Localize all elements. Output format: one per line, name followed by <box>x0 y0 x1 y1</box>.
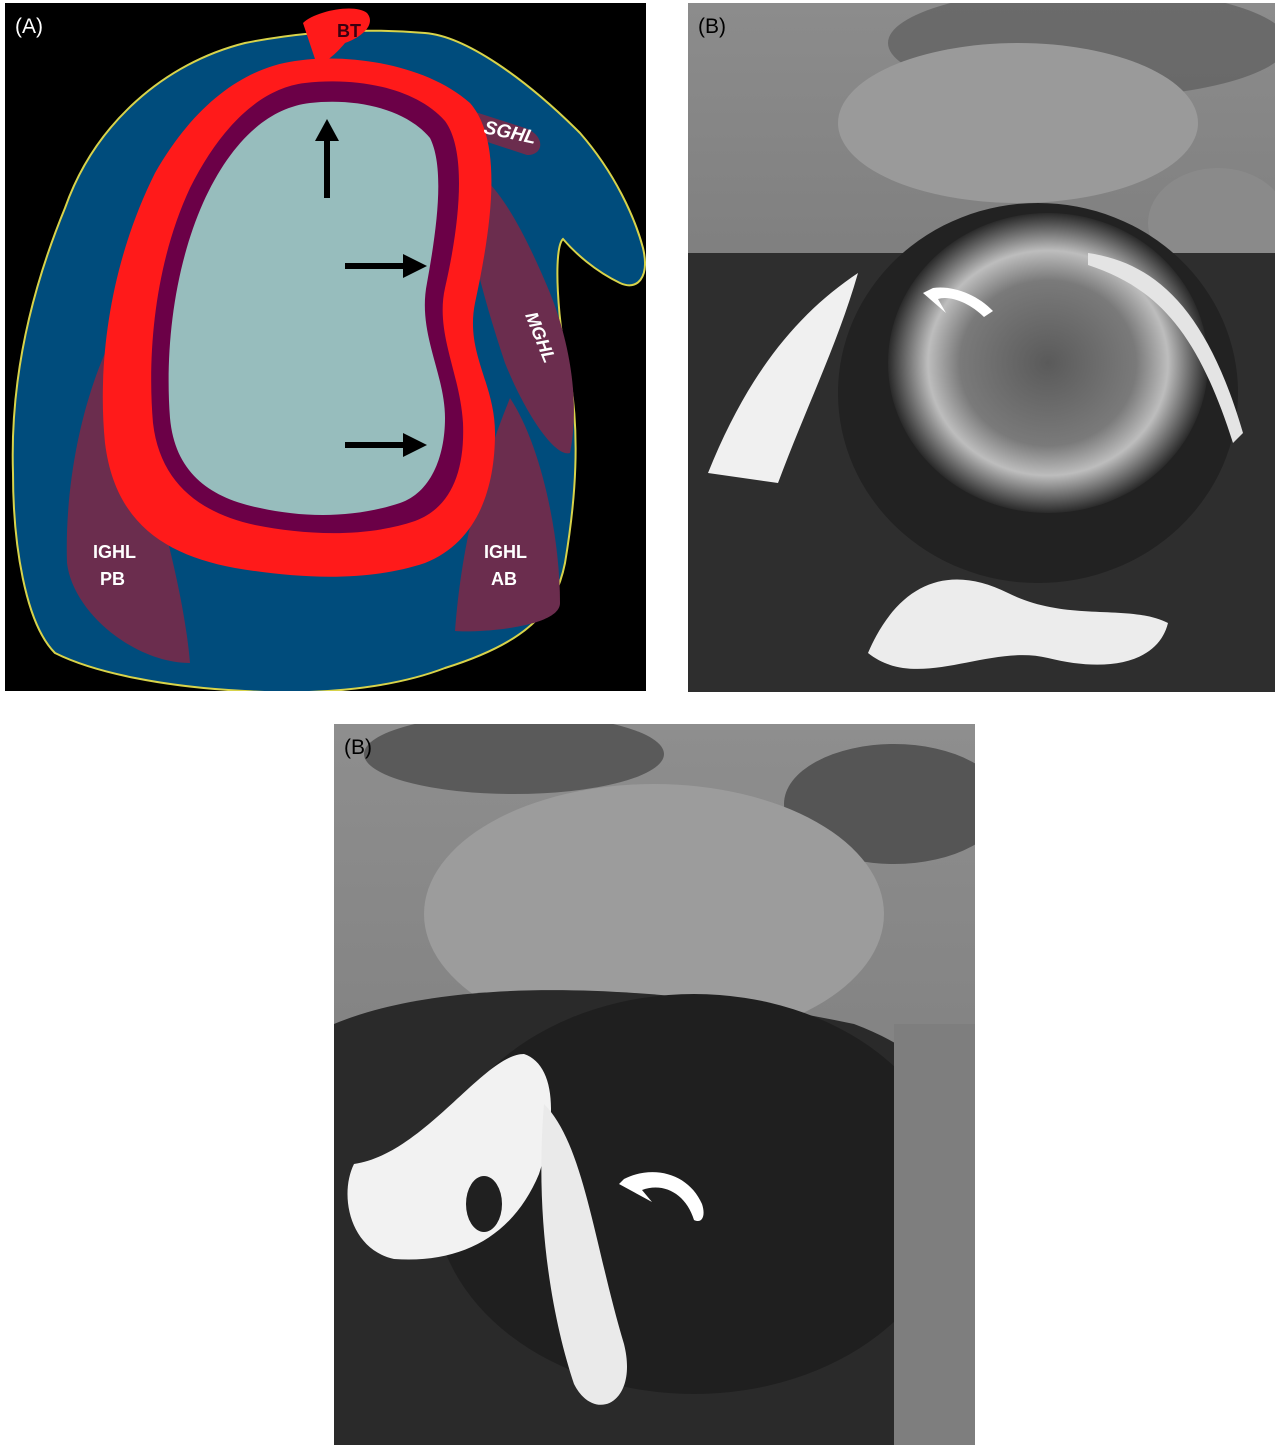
mri-image-b-top: (B) <box>688 3 1275 692</box>
ighl-pb-label-line2: PB <box>100 569 125 589</box>
ighl-pb-label-line1: IGHL <box>93 542 136 562</box>
mri-scan-graphic <box>688 3 1275 692</box>
mri-image-b-bottom: (B) <box>334 724 975 1445</box>
panel-b-bottom-label: (B) <box>344 736 372 760</box>
diagram-panel: BT SGHL MGHL IGHL PB IGHL AB (A) <box>5 3 646 691</box>
ighl-ab-label-line1: IGHL <box>484 542 527 562</box>
panel-b-top-label: (B) <box>698 15 726 39</box>
panel-a-label: (A) <box>15 15 43 39</box>
bt-label: BT <box>337 21 361 41</box>
mri-scan-graphic <box>334 724 975 1445</box>
ighl-ab-label-line2: AB <box>491 569 517 589</box>
shoulder-schematic: BT SGHL MGHL IGHL PB IGHL AB <box>5 3 646 691</box>
